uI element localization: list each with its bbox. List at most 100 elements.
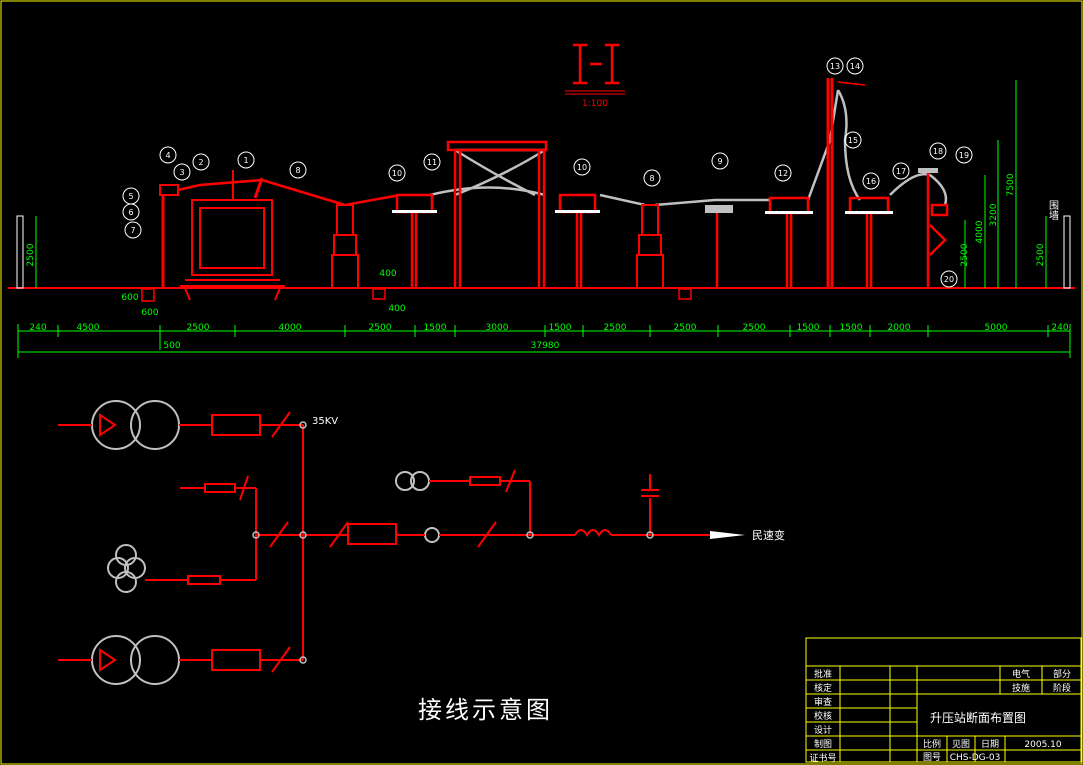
fence-label: 围墙 <box>1047 200 1059 221</box>
section-scale: 1:100 <box>582 99 608 109</box>
svg-text:13: 13 <box>830 62 840 71</box>
callout-bubble: 14 <box>846 57 864 75</box>
tb-discipline-label: 电气 <box>1012 668 1030 680</box>
dimension-right: 7500 <box>1006 173 1016 196</box>
tb-discipline-tag: 部分 <box>1053 668 1071 680</box>
title-block: 电气 部分 技施 阶段 升压站断面布置图 比例 见图 日期 2005.10 图号… <box>805 637 1082 764</box>
dimension-small: 600 <box>121 293 138 303</box>
dimension-small: 600 <box>141 308 158 318</box>
callout-bubble: 13 <box>826 57 844 75</box>
outgoing-arrow <box>710 531 745 539</box>
svg-text:10: 10 <box>392 169 402 178</box>
dimension-value: 2500 <box>674 323 697 333</box>
dimension-value: 4500 <box>77 323 100 333</box>
dimension-value: 1500 <box>840 323 863 333</box>
dimension-value: 2500 <box>743 323 766 333</box>
svg-text:11: 11 <box>427 158 437 167</box>
svg-text:14: 14 <box>850 62 860 71</box>
svg-text:4: 4 <box>165 151 170 160</box>
switch-supports <box>392 193 893 288</box>
tb-stage-label: 技施 <box>1012 682 1030 694</box>
dimension-value: 4000 <box>279 323 302 333</box>
svg-text:17: 17 <box>896 167 906 176</box>
foundations <box>141 288 692 302</box>
callout-bubble: 16 <box>862 172 880 190</box>
svg-text:15: 15 <box>848 136 858 145</box>
dimension-right: 4000 <box>975 220 985 243</box>
dimension-lines <box>17 80 1071 358</box>
tb-scale-label: 比例 <box>923 738 941 750</box>
callout-bubble: 6 <box>122 203 140 221</box>
tb-date-label: 日期 <box>981 739 999 750</box>
dimension-right: 2500 <box>960 243 970 266</box>
circuit-breakers <box>331 204 664 289</box>
outgoing-label: 民速变 <box>752 528 785 542</box>
dimension-value: 3000 <box>486 323 509 333</box>
callout-bubble: 4 <box>159 146 177 164</box>
callout-bubble: 8 <box>289 161 307 179</box>
callout-bubble: 9 <box>711 152 729 170</box>
dimension-value: 240 <box>1051 323 1068 333</box>
tb-row-label: 审查 <box>814 696 832 708</box>
dimension-value: 2500 <box>187 323 210 333</box>
callout-bubble: 20 <box>940 270 958 288</box>
svg-text:18: 18 <box>933 147 943 156</box>
callout-bubble: 5 <box>122 187 140 205</box>
tb-drawing-title: 升压站断面布置图 <box>930 710 1026 725</box>
svg-text:8: 8 <box>295 166 300 175</box>
dimension-value: 2500 <box>604 323 627 333</box>
dimension-value: 2500 <box>369 323 392 333</box>
svg-text:6: 6 <box>128 208 133 217</box>
tb-row-label: 核定 <box>814 682 832 694</box>
dimension-value: 5000 <box>985 323 1008 333</box>
dimension-value: 2000 <box>888 323 911 333</box>
dimension-text: 37980 500 600 600 400 400 2500 2500 4000… <box>26 173 1069 351</box>
fence-left <box>16 215 24 289</box>
svg-text:3: 3 <box>179 168 184 177</box>
callout-bubble: 10 <box>388 164 406 182</box>
svg-text:2: 2 <box>198 158 203 167</box>
svg-text:5: 5 <box>128 192 133 201</box>
tb-stage-tag: 阶段 <box>1053 682 1071 694</box>
tb-scale-value: 见图 <box>952 739 970 750</box>
svg-text:8: 8 <box>649 174 654 183</box>
outgoing-equipment <box>918 168 949 288</box>
wiring-schematic: 35KV 民速变 接线示意图 <box>58 400 785 724</box>
main-transformer <box>159 170 285 301</box>
dimension-value: 1500 <box>797 323 820 333</box>
tb-date-value: 2005.10 <box>1024 740 1061 750</box>
callout-bubble: 19 <box>955 146 973 164</box>
tb-row-label: 设计 <box>814 724 832 736</box>
callout-bubble: 10 <box>573 158 591 176</box>
dimension-small: 400 <box>388 304 405 314</box>
callout-bubble: 17 <box>892 162 910 180</box>
trap-support <box>705 205 733 213</box>
lightning-mast <box>826 78 866 288</box>
callout-bubble: 12 <box>774 164 792 182</box>
section-label: 1:100 <box>565 43 625 109</box>
tb-row-label: 校核 <box>814 710 832 722</box>
callout-bubble: 11 <box>423 153 441 171</box>
callout-bubble: 1 <box>237 151 255 169</box>
dimension-value: 240 <box>29 323 46 333</box>
svg-text:1: 1 <box>243 156 248 165</box>
tb-row-label: 证书号 <box>809 753 836 764</box>
dimension-offset: 500 <box>163 341 180 351</box>
svg-text:10: 10 <box>577 163 587 172</box>
bus-voltage-label: 35KV <box>312 416 338 427</box>
tb-row-label: 批准 <box>814 668 832 680</box>
svg-text:9: 9 <box>717 157 722 166</box>
svg-text:20: 20 <box>944 275 954 284</box>
gantry <box>446 140 548 288</box>
overhead-conductors <box>429 89 948 207</box>
svg-text:19: 19 <box>959 151 969 160</box>
svg-text:16: 16 <box>866 177 876 186</box>
callout-bubble: 2 <box>192 153 210 171</box>
busbar-conductors <box>177 178 401 207</box>
callout-bubble: 8 <box>643 169 661 187</box>
callout-bubble: 15 <box>844 131 862 149</box>
tb-number-value: CHS-DG-03 <box>950 753 1001 763</box>
svg-text:7: 7 <box>130 226 135 235</box>
